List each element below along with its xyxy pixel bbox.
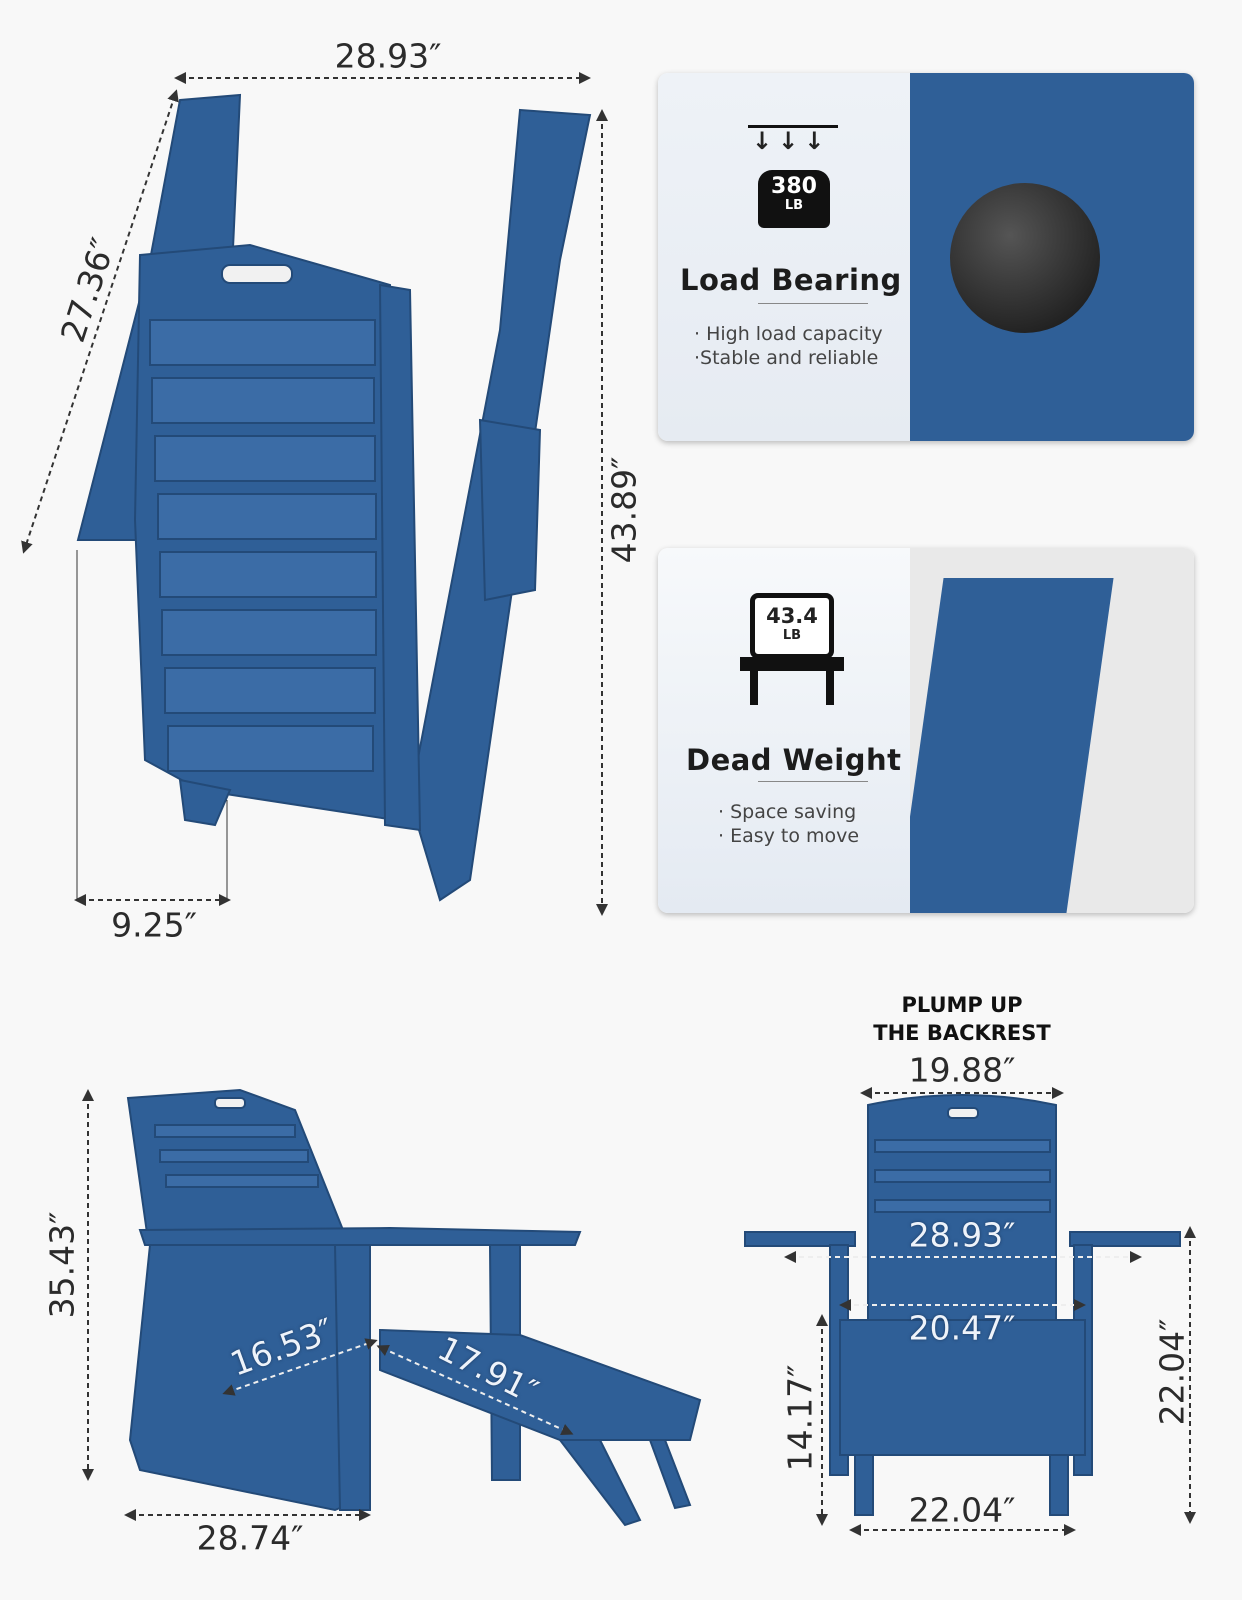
load-weight-value: 380 xyxy=(771,174,817,199)
heading-line: PLUMP UP xyxy=(901,993,1023,1017)
chair-detail-photo xyxy=(910,73,1194,441)
kettlebell-image xyxy=(950,183,1100,333)
dead-weight-bullet: · Easy to move xyxy=(718,825,860,847)
load-bullet: ·Stable and reliable xyxy=(694,347,879,369)
seat-height-label: 14.17″ xyxy=(780,1364,820,1472)
folded-chair xyxy=(76,93,592,902)
dead-weight-bullet: · Space saving xyxy=(718,801,857,823)
chair-icon: 43.4 LB xyxy=(740,593,846,713)
seat-width-label: 20.47″ xyxy=(908,1308,1016,1348)
folded-height-label: 43.89″ xyxy=(604,456,644,564)
side-depth-label: 28.74″ xyxy=(196,1518,304,1558)
arm-height-label: 22.04″ xyxy=(1152,1318,1192,1426)
folded-depth-label: 9.25″ xyxy=(111,905,197,945)
folded-width-label: 28.93″ xyxy=(334,36,442,76)
chair-photo xyxy=(896,548,1194,913)
load-weight-unit: LB xyxy=(784,198,804,213)
dead-weight-value: 43.4 xyxy=(766,604,818,628)
load-bearing-title: Load Bearing xyxy=(680,263,902,297)
side-view-chair xyxy=(126,1088,702,1527)
backrest-heading: PLUMP UP THE BACKREST xyxy=(832,991,1092,1047)
side-height-label: 35.43″ xyxy=(42,1211,82,1319)
dead-weight-unit: LB xyxy=(782,628,802,643)
base-width-label: 22.04″ xyxy=(908,1490,1016,1530)
arm-width-label: 28.93″ xyxy=(908,1215,1016,1255)
backrest-width-label: 19.88″ xyxy=(908,1050,1016,1090)
weight-arrows-icon: ↓↓↓ 380 LB xyxy=(748,125,838,235)
dead-weight-title: Dead Weight xyxy=(686,743,902,777)
load-bullet: · High load capacity xyxy=(694,323,883,345)
folded-dimension-lines xyxy=(21,72,608,916)
load-bearing-panel: ↓↓↓ 380 LB Load Bearing · High load capa… xyxy=(658,73,1194,441)
front-dimension-lines xyxy=(784,1087,1196,1536)
heading-line: THE BACKREST xyxy=(873,1021,1051,1045)
front-view-chair xyxy=(744,1094,1181,1516)
side-dimension-lines xyxy=(82,1089,574,1521)
dead-weight-panel: 43.4 LB Dead Weight · Space saving · Eas… xyxy=(658,548,1194,913)
